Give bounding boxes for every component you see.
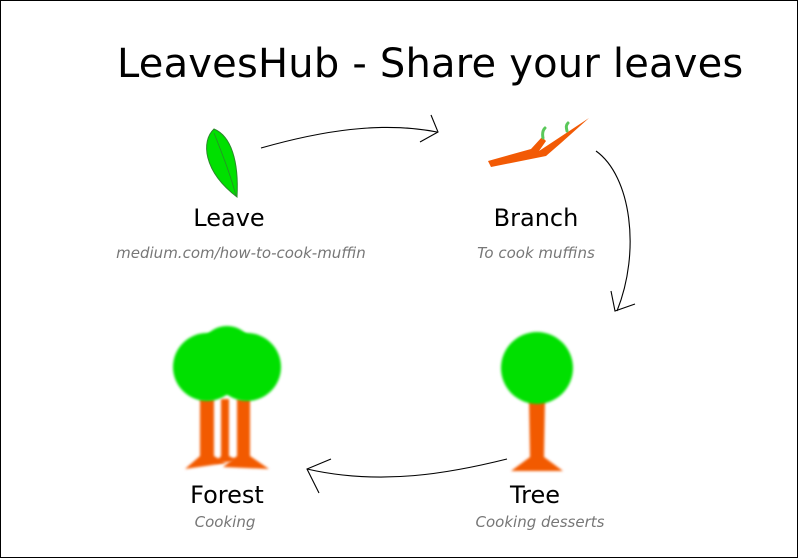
- arrow-tree-to-forest: [306, 458, 508, 494]
- node-label-leave: Leave: [193, 204, 265, 232]
- tree-icon: [501, 332, 573, 471]
- node-label-forest: Forest: [190, 481, 264, 509]
- node-label-branch: Branch: [493, 204, 579, 232]
- arrow-leave-to-branch: [260, 114, 439, 149]
- node-subtitle-tree: Cooking desserts: [475, 513, 605, 531]
- node-subtitle-leave: medium.com/how-to-cook-muffin: [116, 244, 366, 262]
- page-title: LeavesHub - Share your leaves: [117, 41, 744, 87]
- arrow-branch-to-tree: [595, 150, 636, 312]
- forest-icon: [173, 326, 281, 469]
- cycle-arrows: [260, 114, 636, 494]
- node-label-tree: Tree: [509, 481, 560, 509]
- node-subtitle-forest: Cooking: [194, 513, 256, 531]
- node-subtitle-branch: To cook muffins: [477, 244, 595, 262]
- branch-icon: [488, 118, 589, 167]
- leaf-icon: [206, 128, 238, 198]
